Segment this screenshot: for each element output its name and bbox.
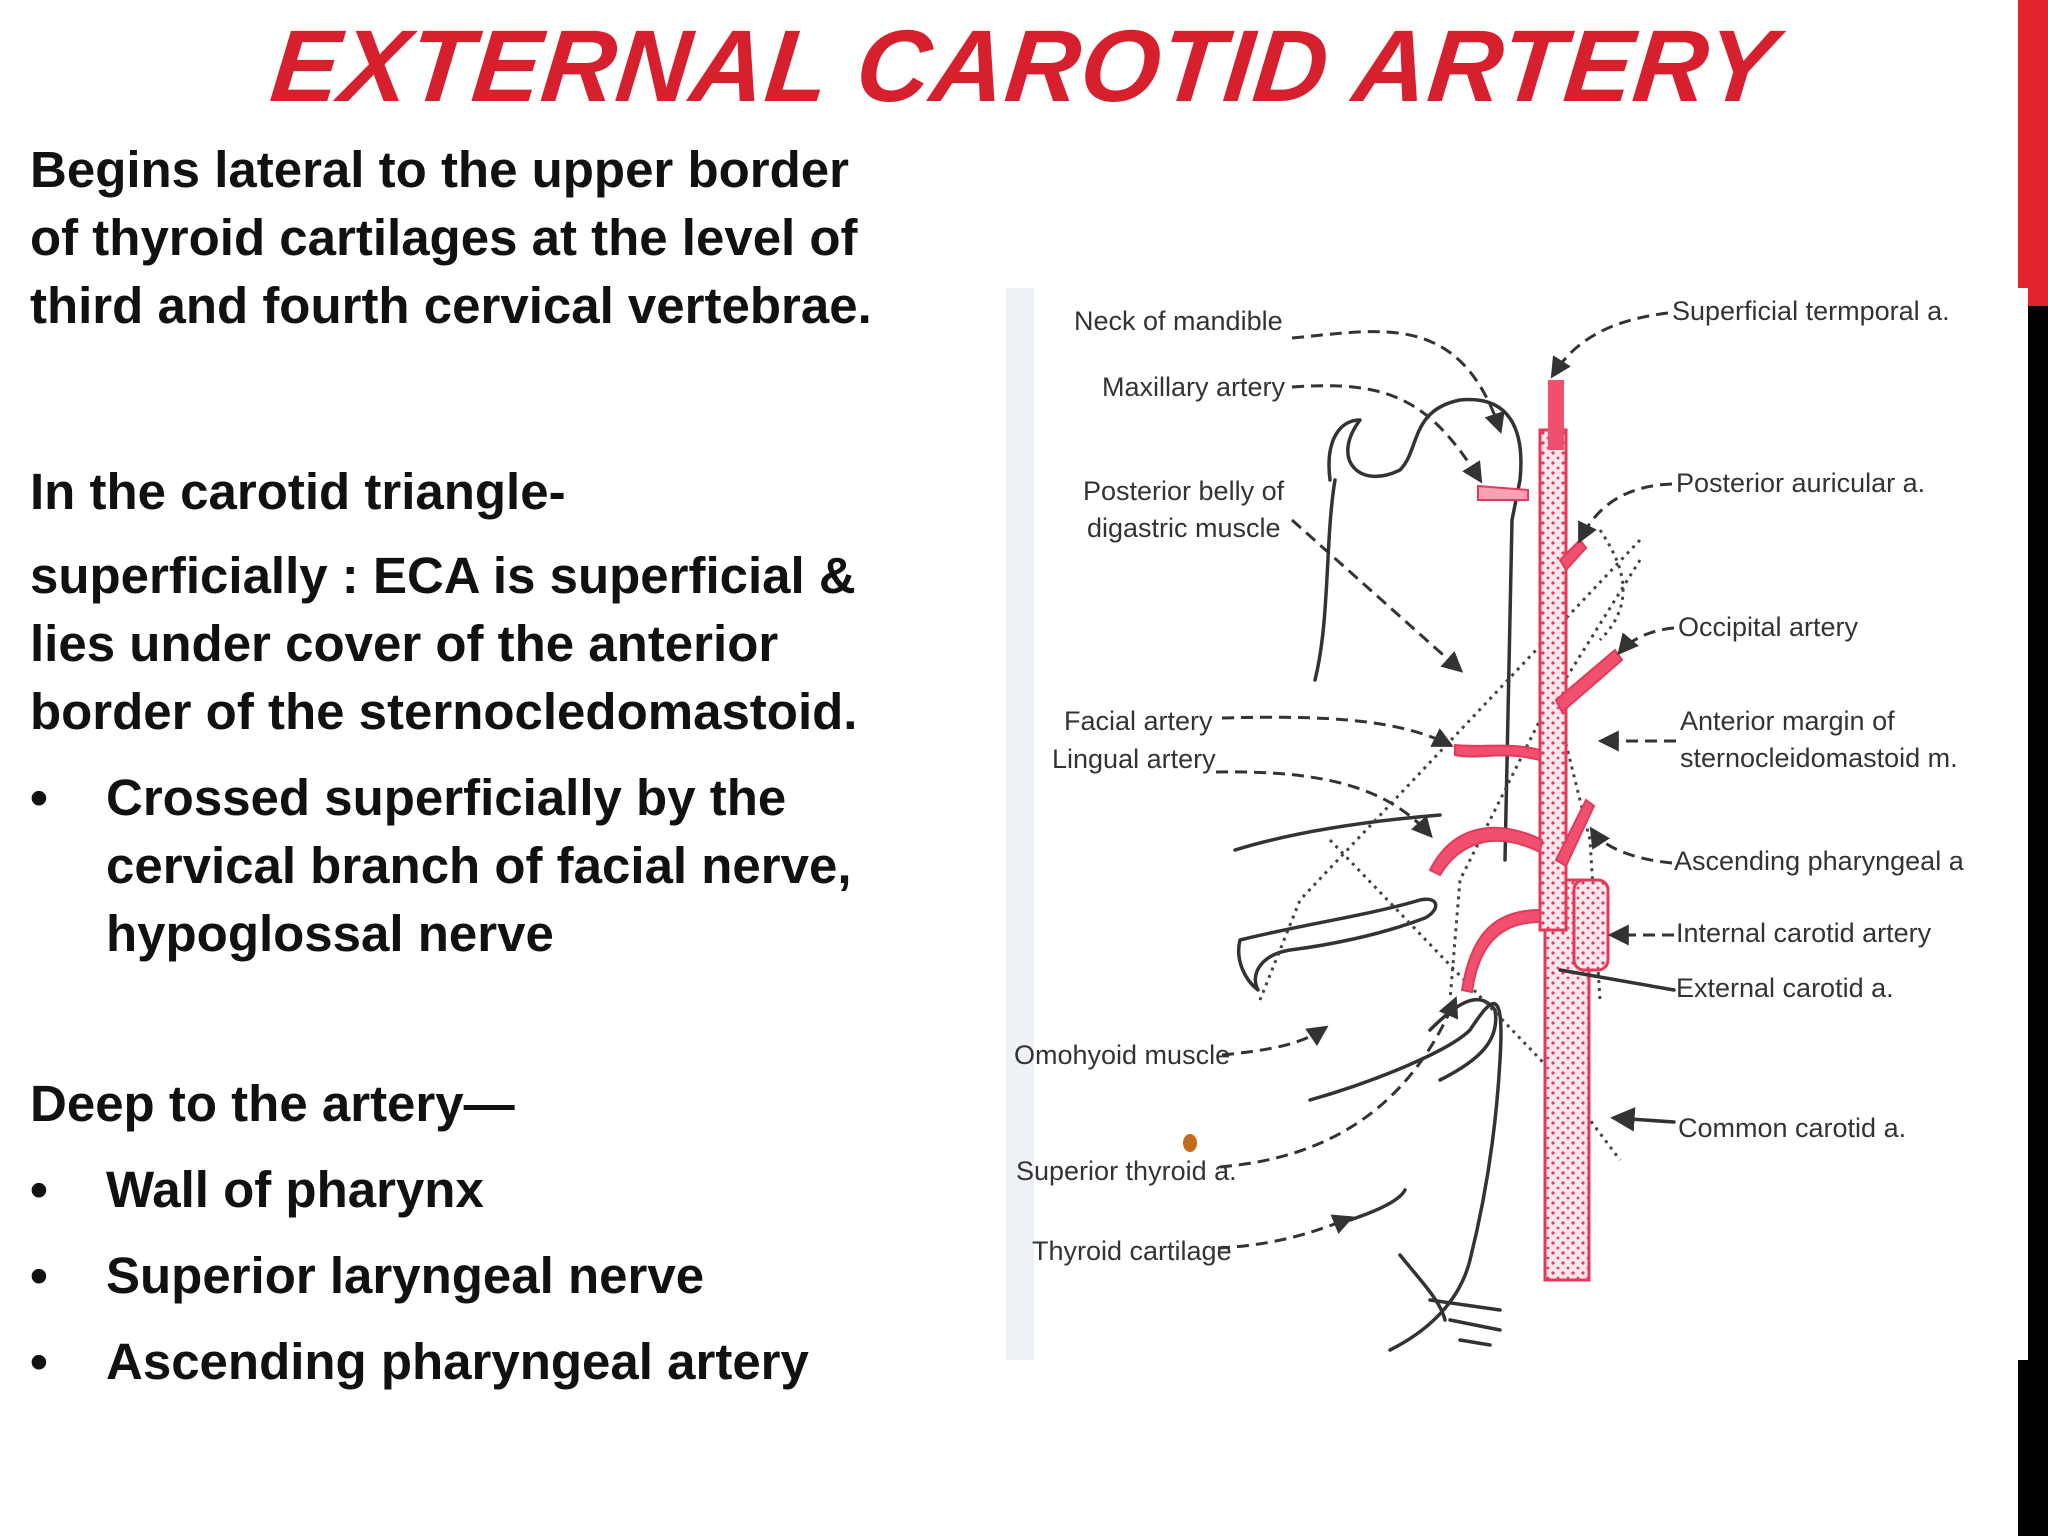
label-posterior-auricular: Posterior auricular a. [1676,468,1925,498]
thyroid-cartilage [1348,1188,1502,1322]
mandible-outline [1327,397,1523,862]
posterior-auricular-branch [1558,538,1588,572]
label-maxillary-artery: Maxillary artery [1102,372,1286,402]
deep-heading: Deep to the artery— [30,1075,515,1132]
leader-facial [1221,715,1454,747]
leader-common-carotid [1610,1107,1676,1132]
intro-line-3: third and fourth cervical vertebrae. [30,277,872,334]
label-common-carotid: Common carotid a. [1678,1113,1906,1143]
thyroid-node [1183,1134,1197,1152]
carotid-line-1: superficially : ECA is superficial & [30,547,856,604]
deep-item-laryngeal-nerve: Superior laryngeal nerve [106,1247,705,1304]
leader-thyroid-cartilage [1217,1214,1354,1250]
mandible-ramus [1313,478,1337,682]
intro-line-2: of thyroid cartilages at the level of [30,209,858,266]
cartilage-lines [1448,1318,1502,1347]
leader-maxillary [1291,384,1483,484]
hyoid-outline [1237,897,1438,992]
label-facial-artery: Facial artery [1064,706,1213,736]
leader-ascending-pharyngeal [1589,826,1673,865]
intro-line-1: Begins lateral to the upper border [30,141,849,198]
leader-omohyoid [1221,1025,1329,1057]
crossed-line-2: cervical branch of facial nerve, [106,837,852,894]
bullet-deep-1: • [30,1161,48,1218]
leader-posterior-auricular [1578,482,1673,544]
superior-thyroid-branch [1460,908,1541,994]
bullet-deep-2: • [30,1247,48,1304]
leader-posterior-belly [1291,518,1464,673]
crossed-line-1: Crossed superficially by the [106,769,787,826]
label-external-carotid: External carotid a. [1676,973,1894,1003]
label-neck-of-mandible: Neck of mandible [1074,306,1283,336]
label-internal-carotid: Internal carotid artery [1676,918,1932,948]
jaw-line [1233,813,1442,852]
bullet-deep-3: • [30,1333,48,1390]
leader-occipital [1617,626,1675,656]
label-occipital-artery: Occipital artery [1678,612,1859,642]
label-posterior-belly-2: digastric muscle [1087,513,1281,543]
scm-margin-4 [1558,719,1602,1001]
carotid-line-2: lies under cover of the anterior [30,615,779,672]
maxillary-stub [1477,484,1529,501]
label-anterior-margin-1: Anterior margin of [1680,706,1895,736]
leader-superior-thyroid [1219,996,1459,1169]
label-superior-thyroid: Superior thyroid a. [1016,1156,1237,1186]
label-omohyoid-muscle: Omohyoid muscle [1014,1040,1230,1070]
carotid-line-3: border of the sternocledomastoid. [30,683,858,740]
label-lingual-artery: Lingual artery [1052,744,1216,774]
internal-carotid-shape [1572,878,1610,972]
crossed-line-3: hypoglossal nerve [106,905,554,962]
larynx-outline [1308,1002,1503,1352]
leader-external-carotid [1558,968,1676,992]
leader-superficial-temporal [1550,311,1669,379]
leader-lingual [1215,770,1433,839]
scm-margin-3 [1598,529,1625,642]
label-anterior-margin-2: sternocleidomastoid m. [1680,743,1958,773]
occipital-branch [1554,648,1624,714]
label-superficial-temporal: Superficial termporal a. [1672,296,1950,326]
label-ascending-pharyngeal: Ascending pharyngeal a [1674,846,1965,876]
label-thyroid-cartilage: Thyroid cartilage [1032,1236,1232,1266]
ascending-pharyngeal-branch [1554,798,1596,868]
label-posterior-belly-1: Posterior belly of [1083,476,1285,506]
diagram-panel [1006,288,2028,1360]
lingual-branch [1428,826,1544,877]
deep-item-pharynx: Wall of pharynx [106,1161,484,1218]
superficial-temporal-shape [1548,380,1564,450]
deep-item-ascending-pharyngeal: Ascending pharyngeal artery [106,1333,809,1390]
accent-bar-red [2018,0,2048,306]
bullet-crossed: • [30,769,48,826]
leader-neck-of-mandible [1291,330,1505,434]
pharynx-outline [1428,998,1498,1082]
carotid-triangle-heading: In the carotid triangle- [30,463,566,520]
facial-branch [1454,743,1541,762]
